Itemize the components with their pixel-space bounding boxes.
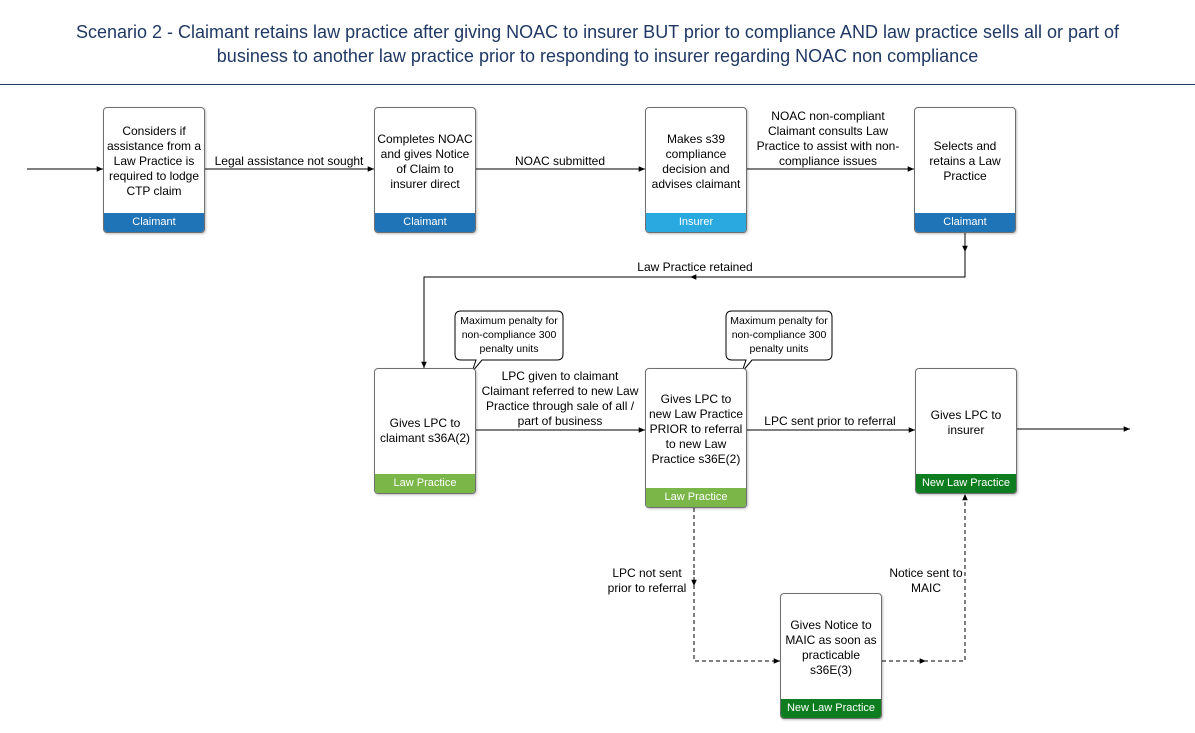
label-legal-not-sought: Legal assistance not sought xyxy=(214,154,364,168)
label-notice-sent: Notice sent to MAIC xyxy=(889,566,963,595)
title-line-1: Scenario 2 - Claimant retains law practi… xyxy=(75,22,1120,42)
node-gives-lpc-insurer: Gives LPC to insurer New Law Practice xyxy=(915,368,1017,494)
page-title: Scenario 2 - Claimant retains law practi… xyxy=(0,20,1195,68)
title-line-2: business to another law practice prior t… xyxy=(216,46,979,66)
title-divider xyxy=(0,84,1195,85)
label-noac-submitted: NOAC submitted xyxy=(514,154,606,168)
label-noac-noncompliant: NOAC non-compliant Claimant consults Law… xyxy=(756,109,900,168)
node-considers-text: Considers if assistance from a Law Pract… xyxy=(106,124,202,198)
node-selects-text: Selects and retains a Law Practice xyxy=(929,139,1001,183)
role-badge-new-law-practice: New Law Practice xyxy=(781,699,881,718)
node-gives-notice: Gives Notice to MAIC as soon as practica… xyxy=(780,593,882,719)
role-badge-claimant: Claimant xyxy=(375,213,475,232)
penalty-callout-1: Maximum penalty for non-compliance 300 p… xyxy=(460,315,558,355)
node-makes-decision-text: Makes s39 compliance decision and advise… xyxy=(651,131,741,191)
label-lpc-not-sent: LPC not sent prior to referral xyxy=(607,566,687,595)
node-considers: Considers if assistance from a Law Pract… xyxy=(103,107,205,233)
node-gives-lpc-new-text: Gives LPC to new Law Practice PRIOR to r… xyxy=(648,392,744,466)
role-badge-law-practice: Law Practice xyxy=(646,488,746,507)
role-badge-new-law-practice: New Law Practice xyxy=(916,474,1016,493)
role-badge-law-practice: Law Practice xyxy=(375,474,475,493)
node-selects: Selects and retains a Law Practice Claim… xyxy=(914,107,1016,233)
role-badge-claimant: Claimant xyxy=(104,213,204,232)
node-gives-lpc-claimant: Gives LPC to claimant s36A(2) Law Practi… xyxy=(374,368,476,494)
label-lpc-given: LPC given to claimant Claimant referred … xyxy=(481,369,639,428)
callout-bubble-2 xyxy=(725,310,833,373)
node-gives-lpc-insurer-text: Gives LPC to insurer xyxy=(930,407,1002,437)
node-completes: Completes NOAC and gives Notice of Claim… xyxy=(374,107,476,233)
penalty-callout-2: Maximum penalty for non-compliance 300 p… xyxy=(730,315,828,355)
role-badge-claimant: Claimant xyxy=(915,213,1015,232)
node-gives-lpc-claimant-text: Gives LPC to claimant s36A(2) xyxy=(379,416,471,445)
node-gives-lpc-new: Gives LPC to new Law Practice PRIOR to r… xyxy=(645,368,747,508)
node-makes-decision: Makes s39 compliance decision and advise… xyxy=(645,107,747,233)
label-lpc-sent-prior: LPC sent prior to referral xyxy=(764,414,896,428)
node-completes-text: Completes NOAC and gives Notice of Claim… xyxy=(377,131,473,191)
role-badge-insurer: Insurer xyxy=(646,213,746,232)
edge-lpc-not-sent xyxy=(693,508,780,664)
callout-bubble-1 xyxy=(454,310,564,373)
node-gives-notice-text: Gives Notice to MAIC as soon as practica… xyxy=(785,617,877,677)
label-law-practice-retained: Law Practice retained xyxy=(637,260,753,274)
